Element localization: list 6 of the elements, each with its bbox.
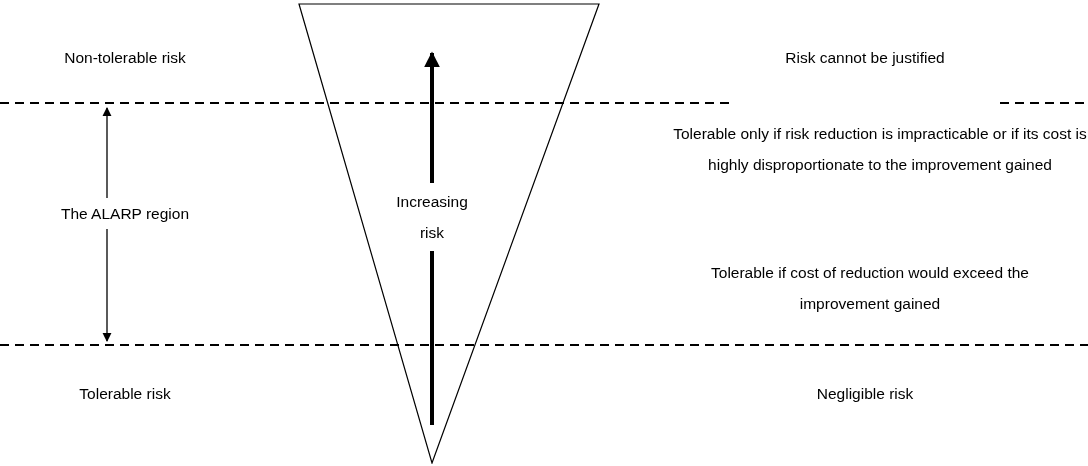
zone-label: Non-tolerable risk <box>63 48 187 68</box>
zone-description: Tolerable if cost of reduction would exceed the improvement gained <box>710 263 1030 314</box>
zone-description: Risk cannot be justified <box>784 48 946 68</box>
zone-label: Negligible risk <box>815 384 915 404</box>
zone-description: Tolerable only if risk reduction is impracticable or if its cost is highly disproportionate to the improvement gained <box>672 124 1088 175</box>
zone-label: Tolerable risk <box>78 384 172 404</box>
